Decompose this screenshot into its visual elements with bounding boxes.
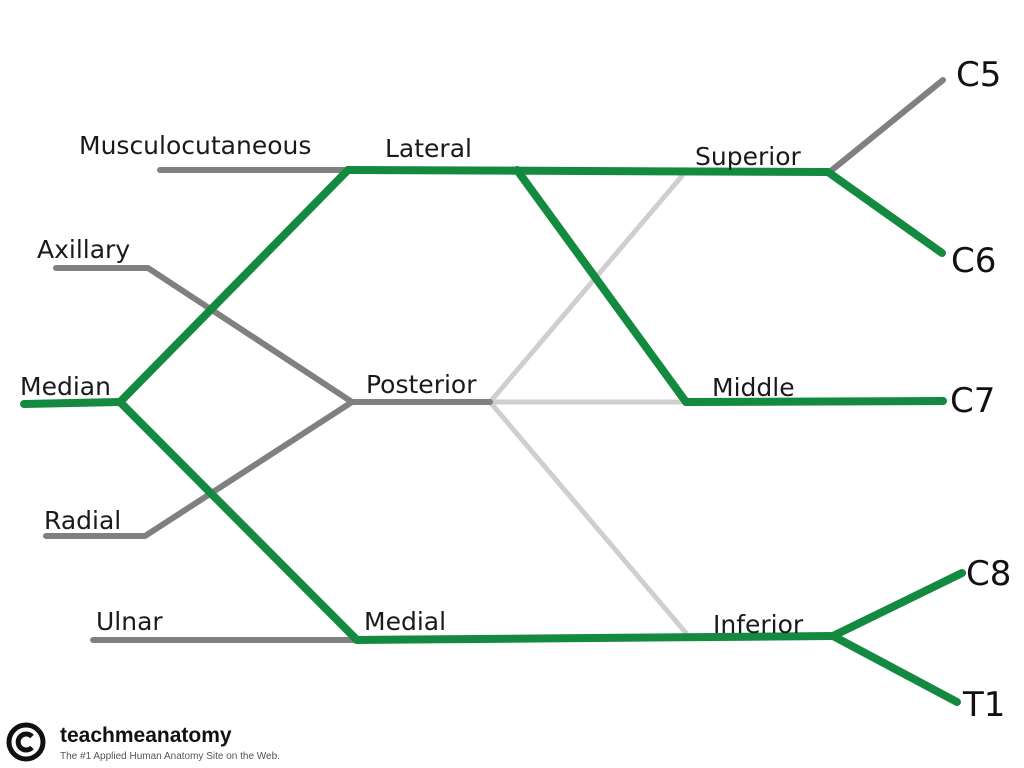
label-root-t1: T1 xyxy=(963,685,1006,725)
path-c8 xyxy=(829,569,966,640)
label-inferior-trunk: Inferior xyxy=(713,610,804,639)
label-middle-trunk: Middle xyxy=(712,373,795,402)
label-axillary: Axillary xyxy=(37,235,131,264)
path-median xyxy=(20,398,124,408)
label-lateral-cord: Lateral xyxy=(385,134,472,163)
brand-tagline: The #1 Applied Human Anatomy Site on the… xyxy=(60,751,280,762)
path-c7 xyxy=(682,397,947,406)
label-root-c7: C7 xyxy=(950,381,996,421)
path-lateral-middle xyxy=(513,166,690,406)
label-root-c6: C6 xyxy=(951,241,997,281)
path-median-lateral-root xyxy=(116,166,352,406)
label-root-c8: C8 xyxy=(966,554,1012,594)
label-ulnar: Ulnar xyxy=(96,607,163,636)
path-t1 xyxy=(829,632,961,706)
label-posterior-cord: Posterior xyxy=(366,370,477,399)
label-radial: Radial xyxy=(44,506,122,535)
branch-axillary xyxy=(53,265,355,405)
brand-block: teachmeanatomy The #1 Applied Human Anat… xyxy=(6,718,346,766)
faded-inferior-to-posterior xyxy=(487,399,689,636)
branch-c5 xyxy=(829,77,946,173)
label-medial-cord: Medial xyxy=(364,607,447,636)
label-superior-trunk: Superior xyxy=(695,142,801,171)
label-root-c5: C5 xyxy=(956,55,1002,95)
label-median: Median xyxy=(20,372,111,401)
copyright-icon xyxy=(6,722,46,762)
path-lateral-superior xyxy=(344,166,832,176)
path-c6 xyxy=(824,168,946,257)
label-musculocutaneous: Musculocutaneous xyxy=(79,131,312,160)
branch-radial xyxy=(43,399,355,539)
path-median-medial-root xyxy=(116,398,361,644)
faded-superior-to-posterior xyxy=(487,173,685,405)
path-medial-inferior xyxy=(353,632,837,644)
brand-name: teachmeanatomy xyxy=(60,724,232,747)
